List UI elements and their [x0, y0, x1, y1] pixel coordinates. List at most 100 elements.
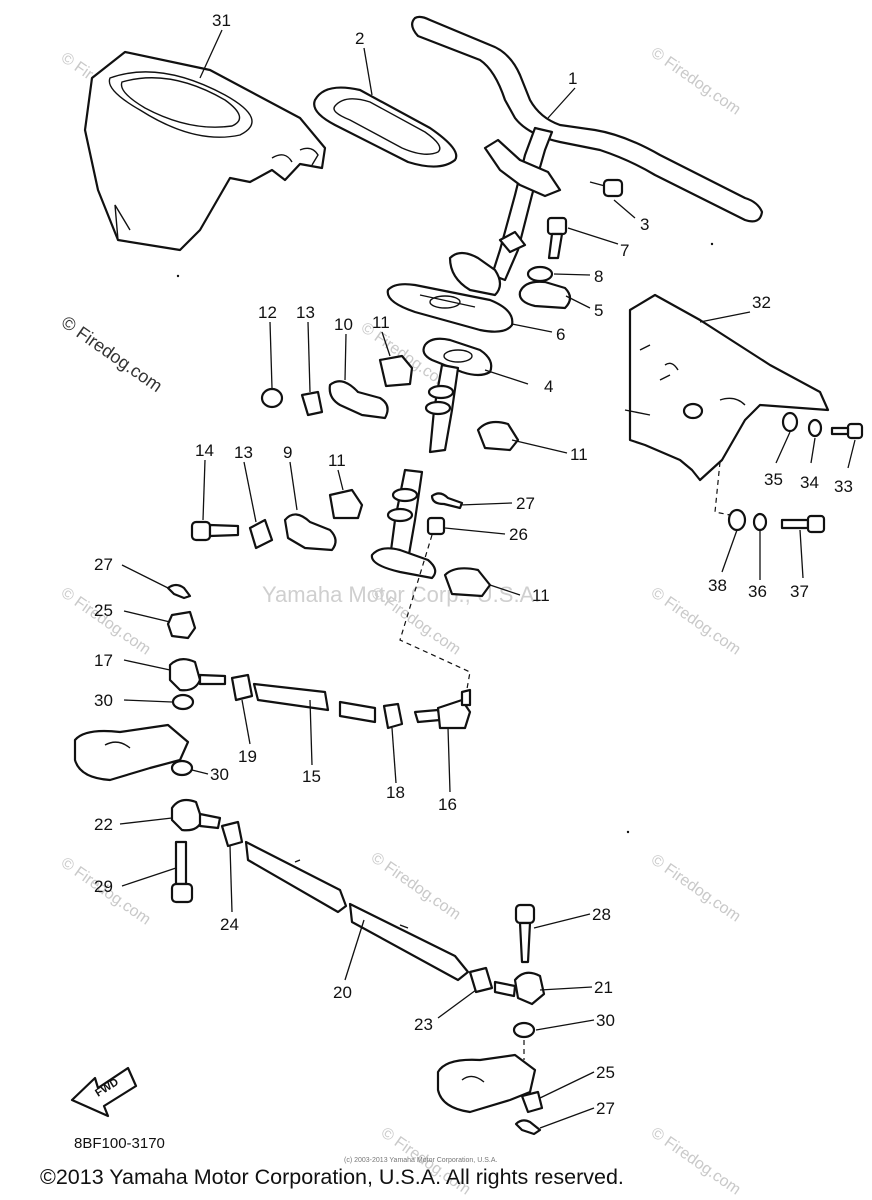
callout-12: 12	[258, 303, 277, 322]
callout-25: 25	[596, 1063, 615, 1082]
part-dashed-guide	[714, 461, 736, 517]
part-28-bolt	[514, 903, 536, 964]
part-37-bolt	[780, 514, 826, 534]
small-notice: (c) 2003-2013 Yamaha Motor Corporation, …	[344, 1157, 497, 1164]
part-31-cover	[83, 50, 327, 252]
part-steering-shaft-upper	[424, 363, 460, 454]
callout-27: 27	[596, 1099, 615, 1118]
callout-19: 19	[238, 747, 257, 766]
callout-26: 26	[509, 525, 528, 544]
callout-4: 4	[544, 377, 553, 396]
callout-8: 8	[594, 267, 603, 286]
part-7-bolt	[546, 216, 568, 260]
part-11-bushing	[378, 354, 414, 388]
callout-11: 11	[372, 313, 390, 332]
part-6-plate	[386, 283, 514, 333]
part-19-nut	[230, 673, 254, 702]
copyright-notice: ©2013 Yamaha Motor Corporation, U.S.A. A…	[40, 1165, 624, 1189]
watermark-site: © Firedog.com	[648, 584, 744, 658]
fwd-arrow-icon: FWD	[70, 1066, 138, 1118]
callout-17: 17	[94, 651, 113, 670]
callout-27: 27	[516, 494, 535, 513]
callout-2: 2	[355, 29, 364, 48]
part-5-clamp	[518, 280, 572, 310]
part-steering-arm-lower	[436, 1040, 537, 1114]
part-2-bezel	[313, 86, 458, 168]
part-32-side-panel	[624, 293, 830, 482]
callout-11: 11	[570, 445, 588, 464]
part-21-ball-joint	[493, 971, 546, 1006]
callout-13: 13	[234, 443, 253, 462]
callout-5: 5	[594, 301, 603, 320]
part-18-nut	[382, 702, 404, 730]
part-11-bushing	[443, 567, 492, 598]
watermark-site: © Firedog.com	[368, 849, 464, 923]
part-dashed-guide	[399, 534, 471, 701]
callout-33: 33	[834, 477, 853, 496]
part-30-washer	[170, 759, 194, 777]
callout-9: 9	[283, 443, 292, 462]
watermark-site: © Firedog.com	[648, 1124, 744, 1198]
callout-labels: 31 2 1 3 7 8 5 6 32 12 13 10 11 4 11 14 …	[94, 11, 853, 1118]
callout-38: 38	[708, 576, 727, 595]
part-11-bushing	[328, 488, 364, 520]
part-22-ball-joint	[170, 798, 222, 832]
part-25-nut	[520, 1090, 544, 1114]
part-24-nut	[220, 820, 244, 848]
callout-28: 28	[592, 905, 611, 924]
callout-21: 21	[594, 978, 613, 997]
callout-13: 13	[296, 303, 315, 322]
callout-36: 36	[748, 582, 767, 601]
part-16-ball-joint	[413, 688, 472, 730]
part-10-bracket	[328, 380, 389, 420]
callout-23: 23	[414, 1015, 433, 1034]
part-9-bracket	[283, 513, 337, 552]
callout-34: 34	[800, 473, 819, 492]
parts-drawing: FWD	[70, 15, 864, 1136]
callout-30: 30	[596, 1011, 615, 1030]
part-14-bolt	[190, 520, 240, 542]
callout-20: 20	[333, 983, 352, 1002]
callout-30: 30	[210, 765, 229, 784]
part-11-bushing	[476, 420, 520, 452]
part-steering-shaft-lower	[370, 468, 437, 580]
callout-32: 32	[752, 293, 771, 312]
callout-16: 16	[438, 795, 457, 814]
watermark-site: © Firedog.com	[648, 44, 744, 118]
part-34-washer	[807, 418, 823, 438]
part-1-handlebar	[411, 15, 764, 282]
callout-1: 1	[568, 69, 577, 88]
callout-3: 3	[640, 215, 649, 234]
part-35-washer	[781, 411, 799, 433]
watermark-main: Yamaha Motor Corp., U.S.A.	[262, 582, 540, 607]
callout-11: 11	[532, 586, 550, 605]
part-36-washer	[752, 512, 768, 532]
part-17-ball-joint	[168, 658, 227, 692]
part-27-cotter-pin	[166, 583, 192, 600]
leader-lines	[119, 29, 856, 1129]
part-15-rod	[252, 682, 330, 712]
part-38-washer	[727, 508, 747, 532]
part-12-nut	[260, 387, 284, 409]
callout-10: 10	[334, 315, 353, 334]
callout-15: 15	[302, 767, 321, 786]
callout-37: 37	[790, 582, 809, 601]
part-29-bolt	[170, 840, 194, 904]
callout-27: 27	[94, 555, 113, 574]
callout-14: 14	[195, 441, 214, 460]
watermark-site: © Firedog.com	[58, 312, 166, 396]
callout-7: 7	[620, 241, 629, 260]
part-13-clip	[248, 518, 274, 550]
callout-35: 35	[764, 470, 783, 489]
callout-30: 30	[94, 691, 113, 710]
watermark-site: © Firedog.com	[58, 584, 154, 658]
part-27-cotter-pin	[430, 492, 464, 510]
part-26-nut	[426, 516, 446, 536]
part-23-nut	[468, 966, 494, 994]
part-8-nut	[526, 265, 554, 283]
part-13-clip	[300, 390, 324, 417]
watermark-site: © Firedog.com	[648, 851, 744, 925]
part-15-rod	[338, 700, 377, 724]
callout-6: 6	[556, 325, 565, 344]
